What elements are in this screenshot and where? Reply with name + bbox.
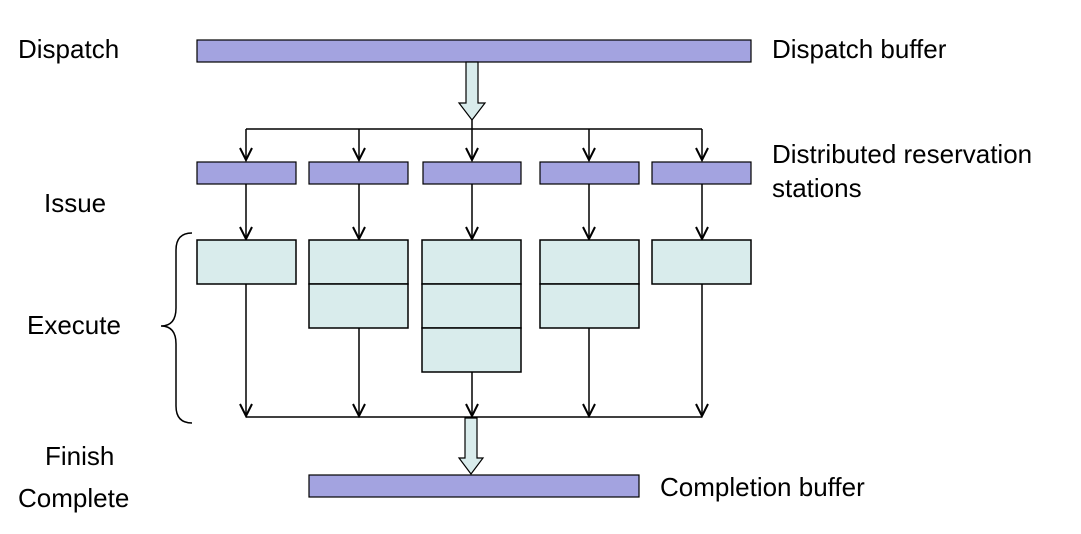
arrow-head [239, 226, 253, 242]
execution-stage [539, 283, 640, 329]
reservation-stations-label-line1: Distributed reservation [772, 139, 1032, 169]
arrow-head [465, 147, 479, 163]
arrow-head [695, 226, 709, 242]
reservation-station [196, 161, 297, 185]
arrow-head [582, 403, 596, 419]
execution-stage [651, 239, 752, 285]
reservation-station [422, 161, 522, 185]
arrow-head [352, 226, 366, 242]
arrow-head [465, 226, 479, 242]
execution-stage [308, 283, 409, 329]
stage-label-dispatch: Dispatch [18, 34, 119, 64]
functional-unit-column [196, 129, 297, 419]
execute-brace [160, 232, 193, 424]
arrow-head [695, 403, 709, 419]
functional-unit-column [539, 129, 640, 419]
arrow-head [352, 403, 366, 419]
arrow-head [352, 147, 366, 163]
reservation-station [308, 161, 409, 185]
reservation-stations-label-line2: stations [772, 173, 862, 203]
dispatch-buffer-label: Dispatch buffer [772, 34, 947, 64]
dispatch-flow-arrow [457, 61, 487, 121]
dispatch-buffer-bar [196, 39, 752, 63]
stage-label-execute: Execute [27, 310, 121, 340]
execution-stage [421, 327, 522, 373]
execution-stage [539, 239, 640, 285]
stage-label-complete: Complete [18, 483, 129, 513]
completion-buffer-label: Completion buffer [660, 472, 865, 502]
completion-buffer-bar [308, 474, 640, 498]
arrow-head [239, 403, 253, 419]
execution-stage [421, 283, 522, 329]
functional-unit-column [308, 129, 409, 419]
execution-stage [308, 239, 409, 285]
stage-label-finish: Finish [45, 441, 114, 471]
execution-stage [196, 239, 297, 285]
reservation-station [539, 161, 640, 185]
arrow-head [239, 147, 253, 163]
arrow-head [582, 226, 596, 242]
arrow-head [465, 403, 479, 419]
arrow-head [582, 147, 596, 163]
functional-unit-column [651, 129, 752, 419]
reservation-station [651, 161, 752, 185]
execution-stage [421, 239, 522, 285]
arrow-head [695, 147, 709, 163]
functional-unit-column [421, 120, 522, 419]
stage-label-issue: Issue [44, 188, 106, 218]
completion-flow-arrow [457, 417, 485, 475]
